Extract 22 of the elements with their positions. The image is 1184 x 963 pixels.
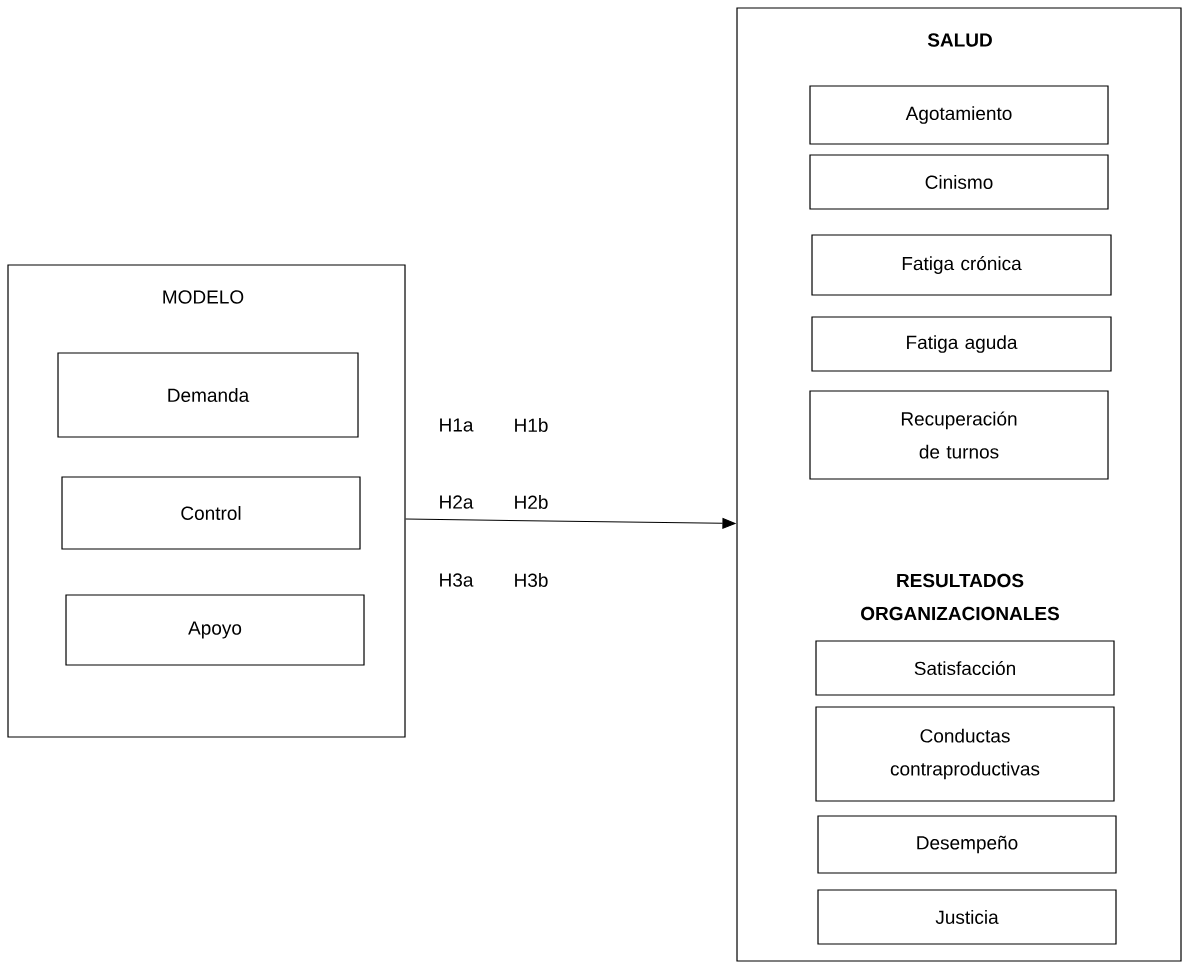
item-box: Conductas contraproductivas: [815, 706, 1115, 802]
hypothesis-label: H1b: [515, 418, 548, 432]
item-box: Control: [61, 476, 361, 550]
hypothesis-label: H3b: [515, 573, 548, 587]
item-box: Satisfacción: [815, 640, 1115, 696]
item-box: Fatiga crónica: [811, 234, 1112, 296]
heading: RESULTADOS ORGANIZACIONALES: [861, 573, 1059, 621]
item-box: Cinismo: [809, 154, 1109, 210]
hypothesis-label: H2b: [515, 495, 548, 509]
item-box: Justicia: [817, 889, 1117, 945]
item-box: Recuperación de turnos: [809, 390, 1109, 480]
item-box: Agotamiento: [809, 85, 1109, 145]
arrow: [405, 517, 736, 529]
item-box: Demanda: [57, 352, 359, 438]
hypothesis-label: H1a: [440, 418, 474, 432]
item-box: Desempeño: [817, 815, 1117, 874]
item-box: Fatiga aguda: [811, 316, 1112, 372]
hypothesis-label: H3a: [440, 573, 474, 587]
hypothesis-label: H2a: [440, 495, 474, 509]
item-box: Apoyo: [65, 594, 365, 666]
heading: MODELO: [163, 290, 244, 304]
heading: SALUD: [927, 33, 992, 47]
